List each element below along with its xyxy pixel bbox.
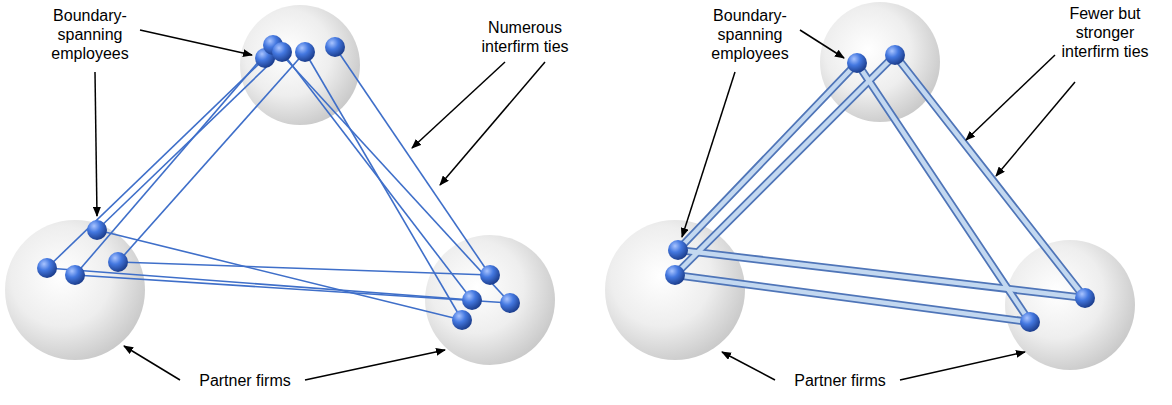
firm-label: Partner firms <box>780 371 900 390</box>
leader-arrow <box>305 350 445 380</box>
strong-tie <box>678 250 1085 298</box>
numerous-ties <box>47 45 510 320</box>
leader-arrow <box>95 72 97 216</box>
leader-arrows <box>95 30 1075 380</box>
interfirm-tie <box>335 47 490 275</box>
employee-sphere <box>325 37 345 57</box>
strong-tie <box>675 55 895 275</box>
interfirm-tie <box>305 52 462 320</box>
employee-sphere <box>462 290 482 310</box>
strong-tie-outline <box>675 275 1030 322</box>
interfirm-tie <box>273 45 510 303</box>
partner-firm <box>605 220 745 360</box>
interfirm-tie <box>75 45 273 275</box>
partner-firm-circles <box>5 2 1135 370</box>
interfirm-tie <box>47 268 472 300</box>
strong-ties <box>675 55 1085 322</box>
strong-tie <box>678 63 857 250</box>
leader-arrow <box>412 62 505 148</box>
employee-sphere <box>65 265 85 285</box>
strong-tie-outline <box>678 250 1085 298</box>
employee-sphere <box>847 53 867 73</box>
employee-spheres <box>37 35 1095 332</box>
employee-sphere <box>1020 312 1040 332</box>
employee-sphere <box>885 45 905 65</box>
employee-sphere <box>665 265 685 285</box>
interfirm-tie <box>97 52 282 230</box>
leader-arrow <box>996 82 1075 176</box>
leader-arrow <box>124 346 180 380</box>
leader-arrow <box>966 55 1055 140</box>
employee-sphere <box>1075 288 1095 308</box>
partner-firm <box>240 5 360 125</box>
employee-sphere <box>37 258 57 278</box>
employee-sphere <box>480 265 500 285</box>
employee-sphere <box>87 220 107 240</box>
employee-label: Boundary-spanning employees <box>40 6 140 63</box>
interfirm-tie <box>75 275 510 303</box>
employee-sphere <box>500 293 520 313</box>
employee-sphere <box>668 240 688 260</box>
interfirm-tie <box>118 52 305 262</box>
partner-firm <box>425 235 555 365</box>
leader-arrow <box>682 72 735 237</box>
strong-tie-outline <box>678 63 857 250</box>
strong-tie <box>675 275 1030 322</box>
employee-sphere <box>452 310 472 330</box>
firm-label: Partner firms <box>185 371 305 390</box>
employee-sphere <box>295 42 315 62</box>
employee-sphere <box>108 252 128 272</box>
leader-arrow <box>722 352 775 380</box>
interfirm-tie <box>47 58 265 268</box>
strong-tie-outline <box>675 55 895 275</box>
leader-arrow <box>140 30 252 55</box>
ties-label: Fewer but stronger interfirm ties <box>1050 4 1160 61</box>
interfirm-tie <box>282 52 472 300</box>
ties-label: Numerous interfirm ties <box>470 18 580 56</box>
leader-arrow <box>800 30 844 58</box>
leader-arrow <box>440 62 545 185</box>
interfirm-tie <box>97 230 462 320</box>
employee-label: Boundary-spanning employees <box>700 6 800 63</box>
leader-arrow <box>900 352 1025 380</box>
employee-sphere <box>272 42 292 62</box>
interfirm-tie <box>118 262 490 275</box>
partner-firm <box>1005 240 1135 370</box>
